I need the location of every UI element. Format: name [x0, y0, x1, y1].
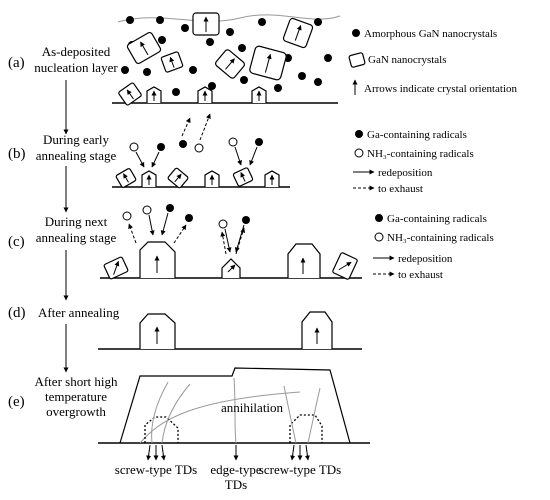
edge-label-line2: TDs	[225, 477, 247, 492]
stage-b-radicals	[129, 137, 263, 153]
legend-a-amorphous-label: Amorphous GaN nanocrystals	[364, 28, 497, 40]
crystal	[160, 51, 184, 73]
stage-d-diagram	[98, 311, 362, 350]
stage-a-crystals	[118, 12, 314, 106]
legend-b: Ga-containing radicals NH₃-containing ra…	[353, 129, 474, 195]
ga-radical-icon	[375, 214, 383, 222]
overgrowth-film-outline	[119, 367, 351, 444]
crystal	[282, 17, 314, 49]
nh3-radical-icon	[354, 148, 364, 158]
stage-d-marker: (d)	[8, 305, 26, 321]
screw-right-arrows	[290, 444, 310, 461]
legend-a-orientation-label: Arrows indicate crystal orientation	[364, 83, 518, 95]
nh3-radical-icon	[374, 232, 384, 242]
stage-c-diagram	[100, 204, 362, 280]
crystal-large	[301, 311, 333, 349]
legend-b-exhaust-label: to exhaust	[378, 183, 423, 195]
legend-b-ga-label: Ga-containing radicals	[367, 129, 467, 141]
legend-b-redeposition-label: redeposition	[378, 167, 433, 179]
crystal	[167, 167, 189, 189]
stage-a-marker: (a)	[8, 55, 25, 71]
nanocrystal-icon	[348, 52, 366, 68]
stage-b-marker: (b)	[8, 146, 26, 162]
edge-label-line1: edge-type	[210, 462, 261, 477]
crystal-large	[139, 241, 176, 278]
stage-d-label: (d) After annealing	[8, 305, 120, 321]
crystal	[221, 258, 241, 278]
crystal	[115, 168, 137, 188]
legend-a: Amorphous GaN nanocrystals GaN nanocryst…	[348, 28, 518, 95]
crystal	[215, 49, 245, 79]
crystal	[103, 256, 129, 280]
stage-b-diagram	[112, 113, 290, 189]
legend-c-nh3-label: NH₃-containing radicals	[387, 232, 494, 244]
screw-right-label: screw-type TDs	[259, 462, 341, 477]
stage-e-marker: (e)	[8, 394, 25, 410]
crystal	[251, 86, 267, 103]
left-grain-boundary	[144, 416, 179, 443]
crystal	[264, 170, 280, 187]
stage-e-title-line3: overgrowth	[46, 404, 106, 419]
stage-e-title-line1: After short high	[34, 374, 118, 389]
crystal	[126, 31, 162, 65]
amorphous-dot-icon	[352, 29, 360, 37]
legend-c-ga-label: Ga-containing radicals	[387, 213, 487, 225]
crystal	[204, 170, 220, 187]
crystal-large	[139, 313, 176, 349]
stage-b-title-line2: annealing stage	[36, 148, 117, 163]
stage-a-title-line1: As-deposited	[42, 44, 111, 59]
annihilation-label: annihilation	[221, 400, 284, 415]
crystal	[192, 12, 220, 36]
crystal	[332, 252, 358, 280]
stage-e-label: (e) After short high temperature overgro…	[8, 374, 118, 419]
stage-c-label: (c) During next annealing stage	[8, 214, 116, 250]
crystal	[146, 86, 162, 103]
annihilation-line	[139, 391, 301, 444]
stage-c-title-line2: annealing stage	[36, 230, 117, 245]
crystal	[141, 170, 157, 187]
stage-a-title-line2: nucleation layer	[34, 60, 118, 75]
threading-dislocations	[151, 377, 321, 444]
stage-e-diagram: annihilation screw-type TDs edge-type TD…	[98, 367, 370, 492]
crystal	[118, 82, 142, 106]
stage-d-title: After annealing	[38, 305, 120, 320]
stage-a-diagram	[112, 12, 341, 106]
legend-b-nh3-label: NH₃-containing radicals	[367, 148, 474, 160]
stage-a-wavy-surface	[117, 14, 341, 23]
stage-a-label: (a) As-deposited nucleation layer	[8, 44, 118, 75]
legend-c-exhaust-label: to exhaust	[398, 269, 443, 281]
crystal	[232, 167, 254, 187]
crystal-large	[287, 243, 321, 278]
stage-b-radical-arrows	[135, 113, 258, 168]
stage-b-title-line1: During early	[43, 132, 110, 147]
screw-left-label: screw-type TDs	[115, 462, 197, 477]
stage-c-title-line1: During next	[45, 214, 108, 229]
stage-c-radicals	[122, 204, 250, 229]
ga-radical-icon	[355, 130, 363, 138]
crystal	[197, 86, 213, 103]
stage-c-radical-arrows	[128, 212, 246, 255]
screw-left-arrows	[146, 444, 166, 461]
stage-c-marker: (c)	[8, 234, 25, 250]
legend-c-redeposition-label: redeposition	[398, 253, 453, 265]
legend-c: Ga-containing radicals NH₃-containing ra…	[373, 213, 494, 281]
stage-b-label: (b) During early annealing stage	[8, 132, 116, 163]
stage-e-title-line2: temperature	[45, 389, 107, 404]
crystal	[249, 45, 287, 81]
legend-a-crystal-label: GaN nanocrystals	[368, 54, 447, 66]
